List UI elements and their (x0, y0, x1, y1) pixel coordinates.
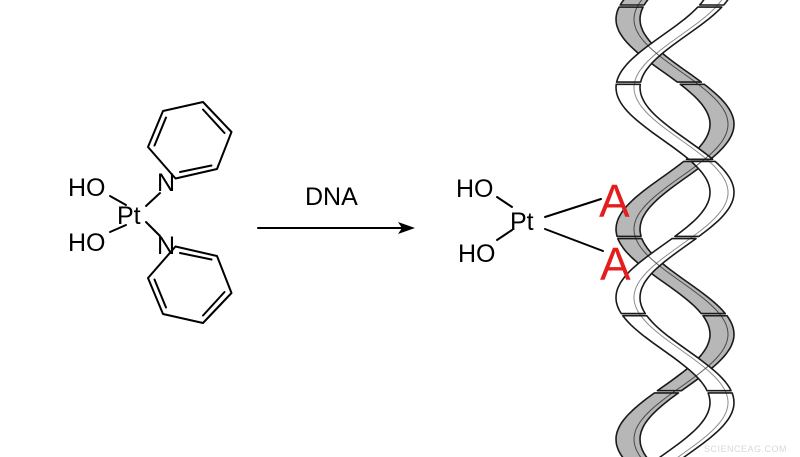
helix-front-strand-segment (622, 314, 732, 392)
helix-ribbon-edge (633, 0, 729, 457)
helix-ribbon-edge (633, 0, 729, 457)
helix-back-strand-segment (615, 160, 709, 238)
product-platinum-label: Pt (510, 208, 534, 236)
arrow-label: DNA (305, 183, 358, 211)
hydroxyl-label-top: HO (68, 174, 106, 202)
helix-back-strand-segment (615, 392, 680, 457)
helix-front-strand-segment (615, 6, 723, 83)
product-hydroxyl-label-bottom: HO (458, 240, 496, 268)
nitrogen-label-top: N (157, 169, 175, 197)
helix-front-strand-segment (658, 392, 735, 457)
pt-adenine-bond-top (544, 198, 602, 218)
adenine-label-bottom: A (600, 238, 631, 290)
helix-back-strand-segment (615, 6, 703, 83)
nitrogen-label-bottom: N (157, 232, 175, 260)
product-ho-pt-bond-bottom (496, 229, 513, 241)
ho-pt-bond-bottom (109, 224, 127, 233)
product-ho-pt-bond-top (496, 196, 513, 208)
helix-front-strand-segment (698, 0, 729, 6)
helix-front-strand-segment (615, 237, 697, 315)
dna-double-helix (615, 0, 735, 457)
reactant-molecule: HO HO Pt N N (68, 101, 233, 324)
arrow-head (398, 222, 415, 234)
product-hydroxyl-label-top: HO (456, 175, 494, 203)
pt-n-bond-bottom (145, 221, 161, 237)
platinum-label: Pt (117, 202, 141, 230)
adenine-label-top: A (599, 175, 630, 227)
helix-front-strand-segment (674, 160, 735, 238)
hydroxyl-label-bottom: HO (68, 229, 106, 257)
product-molecule: HO HO Pt (456, 175, 604, 268)
helix-front-strand-segment (615, 83, 714, 161)
reaction-arrow: DNA (257, 183, 415, 234)
watermark: SCIENCEAG.COM (704, 444, 787, 454)
pyridine-ring-top (147, 101, 233, 180)
pt-adenine-bond-bottom (544, 228, 604, 252)
helix-back-strand-segment (656, 314, 735, 392)
pt-n-bond-top (145, 192, 161, 207)
ho-pt-bond-top (109, 195, 127, 206)
pyridine-ring-bottom (147, 245, 233, 324)
